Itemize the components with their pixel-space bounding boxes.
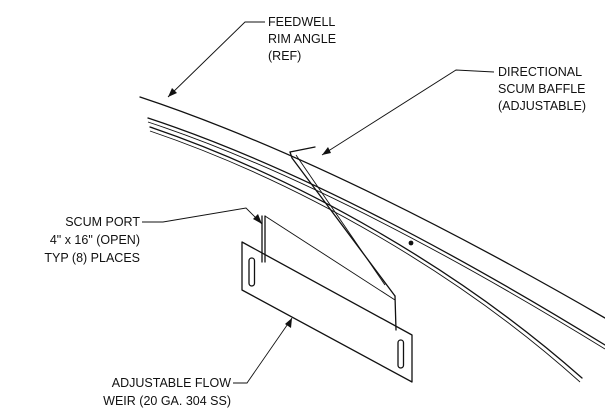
callout-feedwell-rim-angle: FEEDWELL RIM ANGLE (REF) [268,15,336,63]
directional-scum-baffle [289,146,397,331]
callout-feedwell-line3: (REF) [268,49,301,63]
callout-feedwell-line2: RIM ANGLE [268,32,336,46]
callout-baffle-line1: DIRECTIONAL [498,65,582,79]
callout-scum-port-line1: SCUM PORT [65,215,140,229]
callout-baffle-line2: SCUM BAFFLE [498,82,586,96]
feedwell-rim-angle [139,96,605,383]
callout-weir-line2: WEIR (20 GA. 304 SS) [103,394,231,408]
leader-flow-weir [233,317,293,384]
callout-baffle-line3: (ADJUSTABLE) [498,99,586,113]
adjustable-flow-weir [241,241,413,383]
leader-feedwell [167,21,265,98]
callout-weir-line1: ADJUSTABLE FLOW [112,376,231,390]
callout-scum-port: SCUM PORT 4" x 16" (OPEN) TYP (8) PLACES [44,215,140,265]
callout-adjustable-flow-weir: ADJUSTABLE FLOW WEIR (20 GA. 304 SS) [103,376,231,408]
leader-scum-baffle [321,69,495,156]
callout-feedwell-line1: FEEDWELL [268,15,335,29]
callout-scum-port-line2: 4" x 16" (OPEN) [50,233,140,247]
callout-directional-scum-baffle: DIRECTIONAL SCUM BAFFLE (ADJUSTABLE) [498,65,586,113]
leader-scum-port [142,207,263,225]
scum-port-plate [261,215,396,301]
callout-scum-port-line3: TYP (8) PLACES [44,251,140,265]
